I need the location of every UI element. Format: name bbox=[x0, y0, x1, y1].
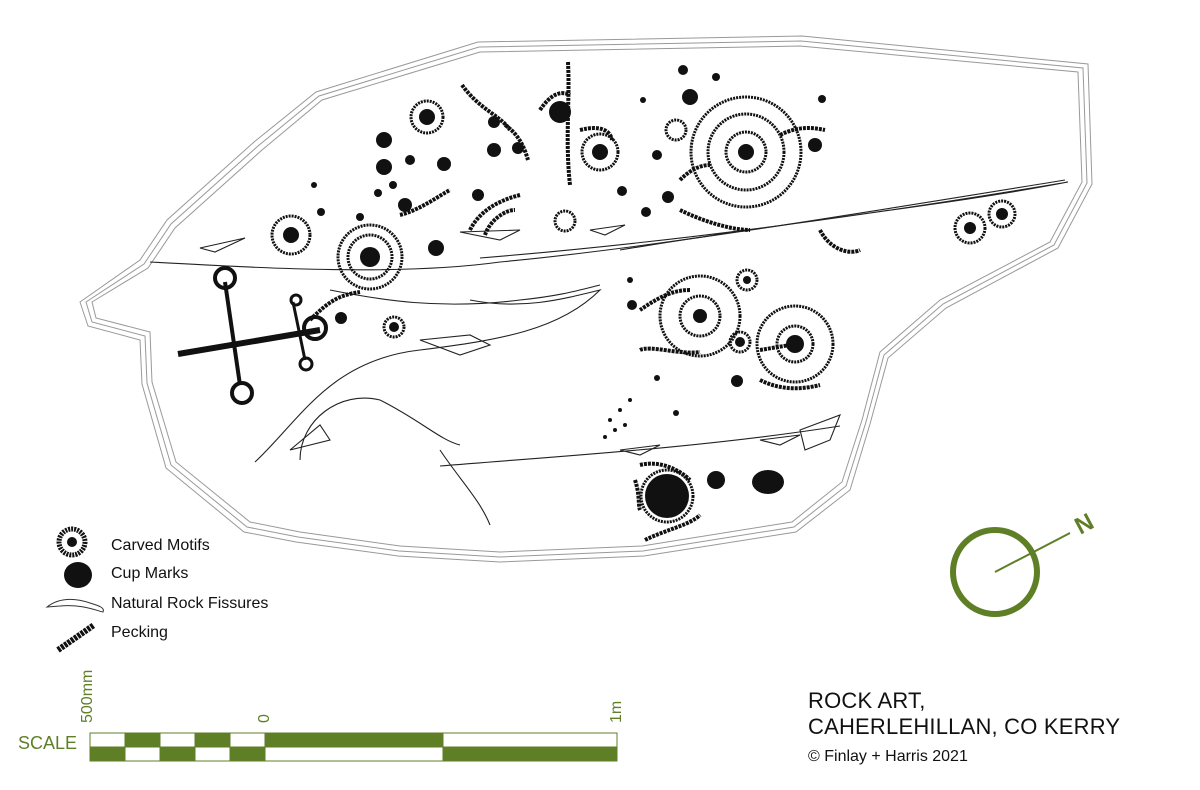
legend-label-pecking: Pecking bbox=[111, 624, 168, 641]
legend-label-cup-marks: Cup Marks bbox=[111, 565, 189, 582]
north-arrow bbox=[950, 527, 1071, 617]
legend-label-carved-motifs: Carved Motifs bbox=[111, 537, 210, 554]
legend-label-rock-fissures: Natural Rock Fissures bbox=[111, 595, 269, 612]
pecking-icon bbox=[56, 622, 96, 653]
scale-bar bbox=[89, 732, 618, 762]
north-label: N bbox=[1070, 508, 1098, 540]
scale-tick-500mm: 500mm bbox=[79, 669, 96, 723]
scale-label: SCALE bbox=[18, 733, 78, 753]
cup-mark-icon bbox=[64, 562, 92, 588]
carved-motif-icon bbox=[56, 526, 88, 558]
copyright: © Finlay + Harris 2021 bbox=[808, 748, 968, 765]
rock-outline bbox=[79, 35, 1093, 563]
rock-fissures bbox=[149, 179, 1069, 526]
title-line-1: ROCK ART, bbox=[808, 688, 926, 713]
rock-fissure-icon bbox=[45, 598, 104, 613]
title-line-2: CAHERLEHILLAN, CO KERRY bbox=[808, 714, 1121, 739]
scale-tick-1m: 1m bbox=[608, 700, 625, 723]
scale-tick-0: 0 bbox=[256, 714, 273, 723]
pecking-lines bbox=[308, 61, 861, 542]
cup-marks bbox=[283, 65, 1008, 518]
carved-motifs bbox=[270, 95, 1017, 524]
cross-motif bbox=[177, 266, 328, 405]
